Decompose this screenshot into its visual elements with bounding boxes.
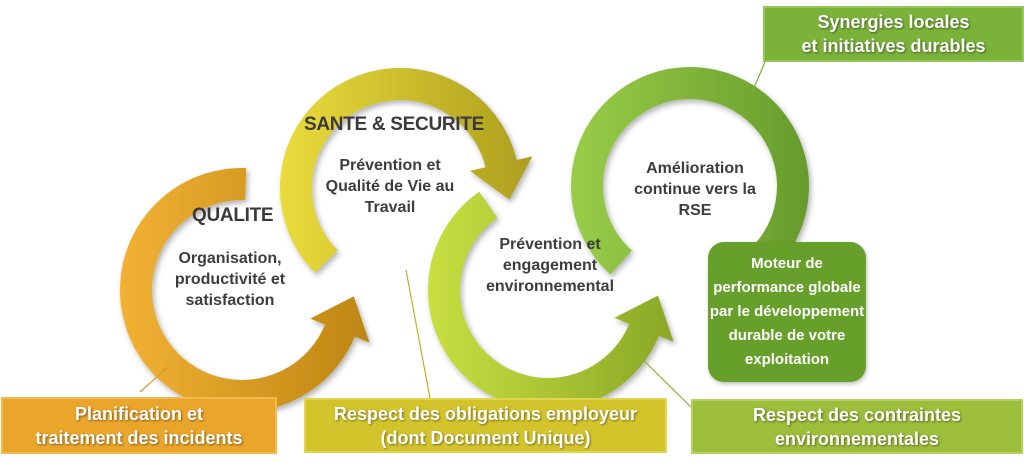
ring-text-qualite: Organisation, productivité et satisfacti…: [174, 250, 286, 309]
connector-lines: [139, 61, 766, 409]
ring-qualite: [120, 168, 370, 412]
ring-arc-rse: [571, 67, 809, 287]
connector-line-obligations: [405, 269, 431, 399]
callout-obligations: Respect des obligations employeur (dont …: [304, 398, 667, 453]
arrowhead-sante-securite-icon: [469, 156, 533, 200]
ring-title-sante-securite: SANTE & SECURITE: [304, 114, 484, 135]
ring-sante-securite: [280, 68, 533, 273]
callout-synergies: Synergies locales et initiatives durable…: [763, 6, 1024, 62]
callout-contraintes: Respect des contraintes environnementale…: [691, 399, 1023, 454]
ring-arc-environnement: [428, 191, 660, 410]
ring-text-rse: Amélioration continue vers la RSE: [634, 160, 756, 219]
callout-planification-text: Planification et traitement des incident…: [35, 403, 243, 448]
ring-title-qualite: QUALITE: [192, 205, 274, 226]
ring-text-sante: Prévention et Qualité de Vie au Travail: [325, 157, 455, 216]
arrowhead-qualite-icon: [310, 296, 370, 343]
callout-contraintes-text: Respect des contraintes environnementale…: [752, 404, 962, 449]
arrowhead-environnement-icon: [614, 295, 674, 342]
callout-moteur-text: Moteur de performance globale par le dév…: [709, 255, 865, 368]
connector-line-synergies: [752, 61, 766, 91]
ring-arc-sante-securite: [280, 68, 517, 273]
callout-obligations-text: Respect des obligations employeur (dont …: [333, 403, 638, 448]
connector-line-planification: [139, 366, 169, 393]
ring-arc-qualite: [120, 168, 356, 412]
callout-planification: Planification et traitement des incident…: [1, 397, 277, 454]
connector-line-contraintes: [629, 346, 693, 409]
callout-moteur-performance: Moteur de performance globale par le dév…: [708, 242, 866, 382]
ring-environnement: [428, 191, 674, 410]
callout-synergies-text: Synergies locales et initiatives durable…: [801, 12, 986, 56]
ring-rse: [571, 67, 809, 287]
ring-text-environnement: Prévention et engagement environnemental: [485, 236, 615, 295]
